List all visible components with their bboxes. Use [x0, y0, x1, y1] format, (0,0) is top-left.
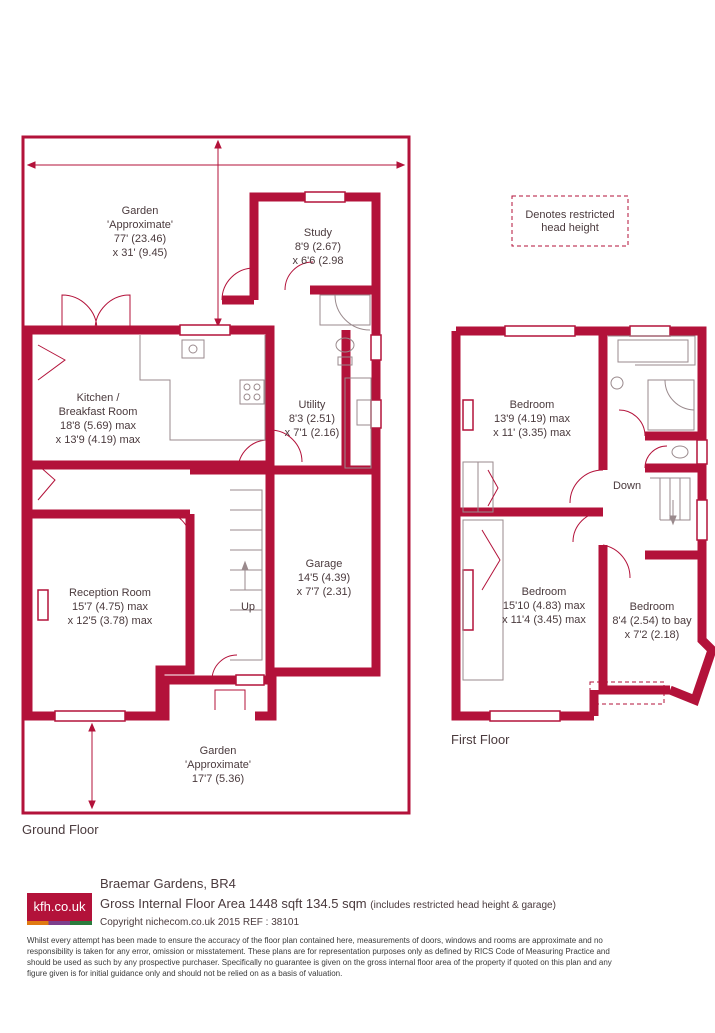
garden-bottom-note: 'Approximate'	[185, 759, 251, 771]
first-floor-label: First Floor	[451, 732, 510, 747]
garden-dimension-arrows	[26, 139, 406, 810]
garden-top-dim1: 77' (23.46)	[114, 233, 166, 245]
bedroom1-label: Bedroom 13'9 (4.19) max x 11' (3.35) max	[493, 399, 571, 439]
kitchen-dim2: x 13'9 (4.19) max	[56, 434, 141, 446]
first-floor-doors	[481, 409, 668, 591]
floor-area-note: (includes restricted head height & garag…	[370, 900, 556, 911]
floor-area: Gross Internal Floor Area 1448 sqft 134.…	[100, 896, 556, 911]
reception-label: Reception Room 15'7 (4.75) max x 12'5 (3…	[68, 587, 153, 627]
ground-floor-doors	[37, 261, 314, 710]
garden-top-name: Garden	[122, 205, 159, 217]
study-dim2: x 6'6 (2.98	[292, 255, 343, 267]
garage-dim2: x 7'7 (2.31)	[297, 586, 352, 598]
garden-top-label: Garden 'Approximate' 77' (23.46) x 31' (…	[107, 205, 173, 259]
legend-line1: Denotes restricted	[525, 209, 614, 221]
logo-stripe	[27, 921, 92, 925]
utility-dim1: 8'3 (2.51)	[289, 413, 335, 425]
first-floor-fixtures	[462, 335, 696, 705]
first-floor-windows	[462, 325, 708, 722]
garden-bottom-label: Garden 'Approximate' 17'7 (5.36)	[185, 745, 251, 785]
floor-plan: Garden 'Approximate' 77' (23.46) x 31' (…	[21, 135, 715, 815]
bedroom3-dim2: x 7'2 (2.18)	[625, 629, 680, 641]
garden-boundary	[21, 135, 411, 815]
stairs-up-label: Up	[241, 601, 255, 613]
legend-label: Denotes restricted head height	[525, 209, 614, 234]
restricted-height-legend-box	[511, 195, 629, 247]
garden-bottom-name: Garden	[200, 745, 237, 757]
floor-area-text: Gross Internal Floor Area 1448 sqft 134.…	[100, 896, 367, 911]
utility-label: Utility 8'3 (2.51) x 7'1 (2.16)	[285, 399, 340, 439]
reception-name: Reception Room	[69, 587, 151, 599]
garage-name: Garage	[306, 558, 343, 570]
ground-floor-fixtures	[139, 294, 372, 661]
garden-top-note: 'Approximate'	[107, 219, 173, 231]
garden-bottom-dim: 17'7 (5.36)	[192, 773, 244, 785]
bedroom2-name: Bedroom	[522, 586, 567, 598]
study-label: Study 8'9 (2.67) x 6'6 (2.98	[292, 227, 343, 267]
legend-line2: head height	[541, 222, 599, 234]
kfh-logo: kfh.co.uk	[27, 893, 92, 921]
garden-top-dim2: x 31' (9.45)	[113, 247, 168, 259]
bedroom3-name: Bedroom	[630, 601, 675, 613]
bedroom2-dim2: x 11'4 (3.45) max	[502, 614, 586, 626]
ground-floor-windows	[37, 191, 382, 722]
study-dim1: 8'9 (2.67)	[295, 241, 341, 253]
kitchen-name2: Breakfast Room	[59, 406, 138, 418]
bedroom3-label: Bedroom 8'4 (2.54) to bay x 7'2 (2.18)	[612, 601, 692, 641]
property-address: Braemar Gardens, BR4	[100, 876, 236, 891]
bedroom3-dim1: 8'4 (2.54) to bay	[612, 615, 692, 627]
ground-floor-walls	[23, 192, 381, 721]
bedroom1-dim2: x 11' (3.35) max	[493, 427, 571, 439]
kitchen-label: Kitchen / Breakfast Room 18'8 (5.69) max…	[56, 392, 141, 446]
ground-floor-label: Ground Floor	[22, 822, 99, 837]
stairs-down-label: Down	[613, 480, 641, 492]
disclaimer: Whilst every attempt has been made to en…	[27, 936, 612, 978]
copyright: Copyright nichecom.co.uk 2015 REF : 3810…	[100, 917, 299, 928]
kitchen-name1: Kitchen /	[77, 392, 121, 404]
garage-label: Garage 14'5 (4.39) x 7'7 (2.31)	[297, 558, 352, 598]
reception-dim1: 15'7 (4.75) max	[72, 601, 149, 613]
bedroom2-dim1: 15'10 (4.83) max	[503, 600, 586, 612]
kitchen-dim1: 18'8 (5.69) max	[60, 420, 137, 432]
bedroom1-name: Bedroom	[510, 399, 555, 411]
bedroom2-label: Bedroom 15'10 (4.83) max x 11'4 (3.45) m…	[502, 586, 586, 626]
utility-name: Utility	[299, 399, 326, 411]
bedroom1-dim1: 13'9 (4.19) max	[494, 413, 571, 425]
utility-dim2: x 7'1 (2.16)	[285, 427, 340, 439]
study-name: Study	[304, 227, 333, 239]
garage-dim1: 14'5 (4.39)	[298, 572, 350, 584]
reception-dim2: x 12'5 (3.78) max	[68, 615, 153, 627]
